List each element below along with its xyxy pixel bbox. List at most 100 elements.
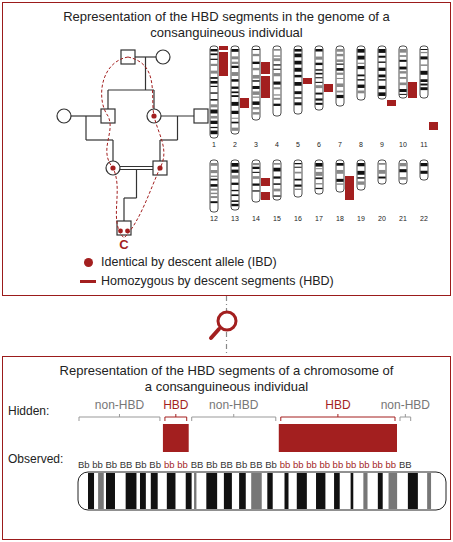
chromosome-band — [294, 68, 301, 72]
chromosome-band — [357, 177, 364, 179]
chromosome-band — [294, 179, 301, 181]
chromosome-band — [194, 473, 196, 509]
chromosome-band — [294, 54, 301, 58]
chromosome-band — [210, 53, 217, 55]
genotype-row: Bb bb Bb BB Bb Bbbb bbBB Bb BB Bb BB Bbb… — [78, 454, 415, 472]
chromosome-band — [210, 104, 217, 107]
chromosome-band — [210, 131, 217, 135]
chromosome-band — [420, 171, 427, 174]
chromosome-number: 6 — [317, 141, 321, 149]
chromosome-band — [231, 170, 238, 173]
chromosome-band — [273, 49, 280, 51]
chromosome-band — [273, 69, 280, 70]
chromosome-band — [315, 73, 322, 75]
chromosome — [378, 46, 386, 99]
chromosome-number: 14 — [252, 215, 260, 223]
chromosome-band — [378, 49, 385, 53]
chromosome-band — [294, 189, 301, 190]
chromosome-band — [294, 75, 301, 77]
chromosome-band — [315, 77, 322, 78]
chromosome-band — [252, 190, 259, 191]
chromosome-band — [336, 68, 343, 71]
chromosome-band — [210, 71, 217, 74]
chromosome-band — [231, 49, 238, 52]
chromosome-band — [210, 179, 217, 181]
chromosome-number: 5 — [296, 141, 300, 149]
chromosome-band — [231, 102, 238, 106]
chromosome-band — [252, 107, 259, 109]
chromosome-band — [273, 189, 280, 192]
hbd-segment — [261, 76, 270, 98]
chromosome-band — [239, 473, 246, 509]
chromosome — [420, 160, 428, 180]
chromosome-band — [294, 172, 301, 174]
chromosome-band — [252, 183, 259, 185]
chromosome-band — [315, 57, 322, 60]
panel-title: Representation of the HBD segments of a … — [57, 363, 397, 395]
segment-bracket — [400, 414, 411, 421]
chromosome-band — [126, 473, 137, 509]
chromosome — [315, 46, 323, 110]
chromosome-band — [167, 473, 176, 509]
chromosome-number: 8 — [359, 141, 363, 149]
chromosome-number: 15 — [273, 215, 281, 223]
chromosome-number: 21 — [399, 215, 407, 223]
chromosome-band — [252, 86, 259, 89]
chromosome-band — [252, 80, 259, 81]
chromosome-band — [252, 54, 259, 56]
ibd-dots — [110, 113, 162, 233]
chromosome-band — [273, 183, 280, 185]
chromosome-band — [336, 183, 343, 184]
chromosome-band — [378, 92, 385, 96]
chromosome-band — [351, 473, 354, 509]
hbd-segment — [240, 98, 249, 108]
hbd-block — [279, 424, 397, 452]
row-label: Observed: — [8, 452, 63, 466]
chromosome-band — [210, 170, 217, 173]
hbd-block — [163, 424, 189, 452]
chromosome-band — [252, 91, 259, 94]
chromosome-band — [336, 78, 343, 79]
chromosome-band — [399, 60, 406, 62]
chromosome-band — [399, 94, 406, 95]
chromosome-band — [378, 177, 385, 179]
chromosome-band — [224, 473, 232, 509]
chromosome-band — [252, 172, 259, 173]
chromosome-band — [273, 73, 280, 76]
chromosome-band — [88, 473, 94, 509]
chromosome-band — [252, 176, 259, 179]
chromosome-band — [378, 56, 385, 58]
chromosome-band — [294, 185, 301, 187]
chromosome-band — [315, 163, 322, 167]
chromosome-band — [294, 97, 301, 98]
chromosome-number: 20 — [378, 215, 386, 223]
chromosome-band — [315, 183, 322, 184]
chromosome-band — [315, 49, 322, 52]
chromosome-band — [315, 69, 322, 70]
chromosome-band — [210, 193, 217, 194]
hidden-state-label: non-HBD — [95, 398, 144, 412]
segment-bracket — [165, 414, 187, 421]
genotype-group: BB Bb BB Bb BB Bb — [191, 459, 277, 470]
chromosome-band — [210, 121, 217, 124]
chromosome-band — [252, 101, 259, 104]
chromosome-band — [252, 75, 259, 79]
chromosome-band — [357, 163, 364, 166]
ibd-loops — [102, 57, 164, 238]
chromosome-band — [252, 68, 259, 70]
chromosome-band — [315, 63, 322, 65]
chromosome-band — [357, 79, 364, 80]
chromosome-band — [336, 64, 343, 65]
legend-swatch — [84, 258, 93, 267]
chromosome-number: 1 — [212, 141, 216, 149]
chromosome-band — [378, 473, 383, 509]
chromosome-band — [273, 98, 280, 100]
chromosome-band — [420, 56, 427, 59]
chromosome-band — [315, 85, 322, 88]
chromosome-band — [273, 87, 280, 89]
chromosome-band — [336, 163, 343, 166]
chromosome-band — [231, 190, 238, 191]
chromosome-number: 4 — [275, 141, 279, 149]
chromosome-band — [252, 62, 259, 64]
chromosome-number: 3 — [254, 141, 258, 149]
